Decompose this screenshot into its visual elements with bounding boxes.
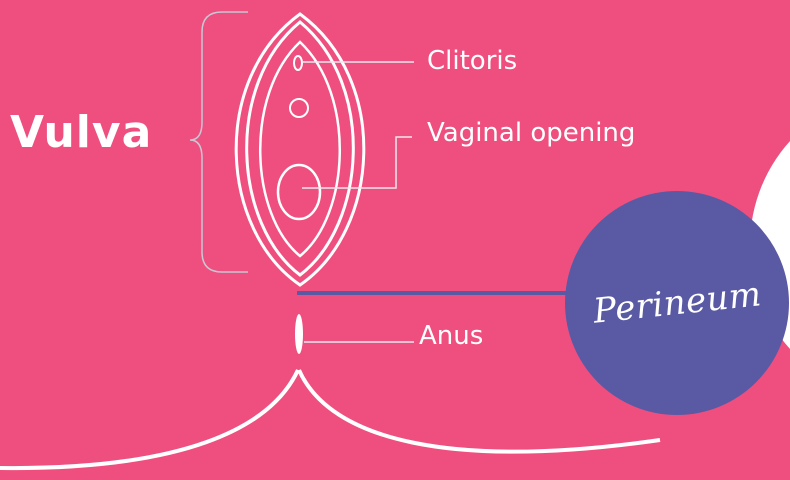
vulva-outer-outline xyxy=(236,14,364,285)
perineum-label: Perineum xyxy=(591,274,763,331)
clitoris-shape xyxy=(294,56,302,70)
left-buttock-curve xyxy=(0,370,298,468)
vulva-bracket xyxy=(190,12,248,272)
perineum-circle: Perineum xyxy=(565,191,789,415)
anus-shape xyxy=(295,314,303,354)
vulva-middle-outline xyxy=(247,22,354,275)
vaginal-opening-shape xyxy=(278,165,320,219)
urethral-opening-shape xyxy=(290,99,308,117)
clitoris-label: Clitoris xyxy=(427,48,517,74)
vulva-label: Vulva xyxy=(10,111,152,155)
anus-label: Anus xyxy=(419,323,483,349)
vaginal-opening-label: Vaginal opening xyxy=(427,120,635,146)
vulva-inner-outline xyxy=(260,42,340,256)
